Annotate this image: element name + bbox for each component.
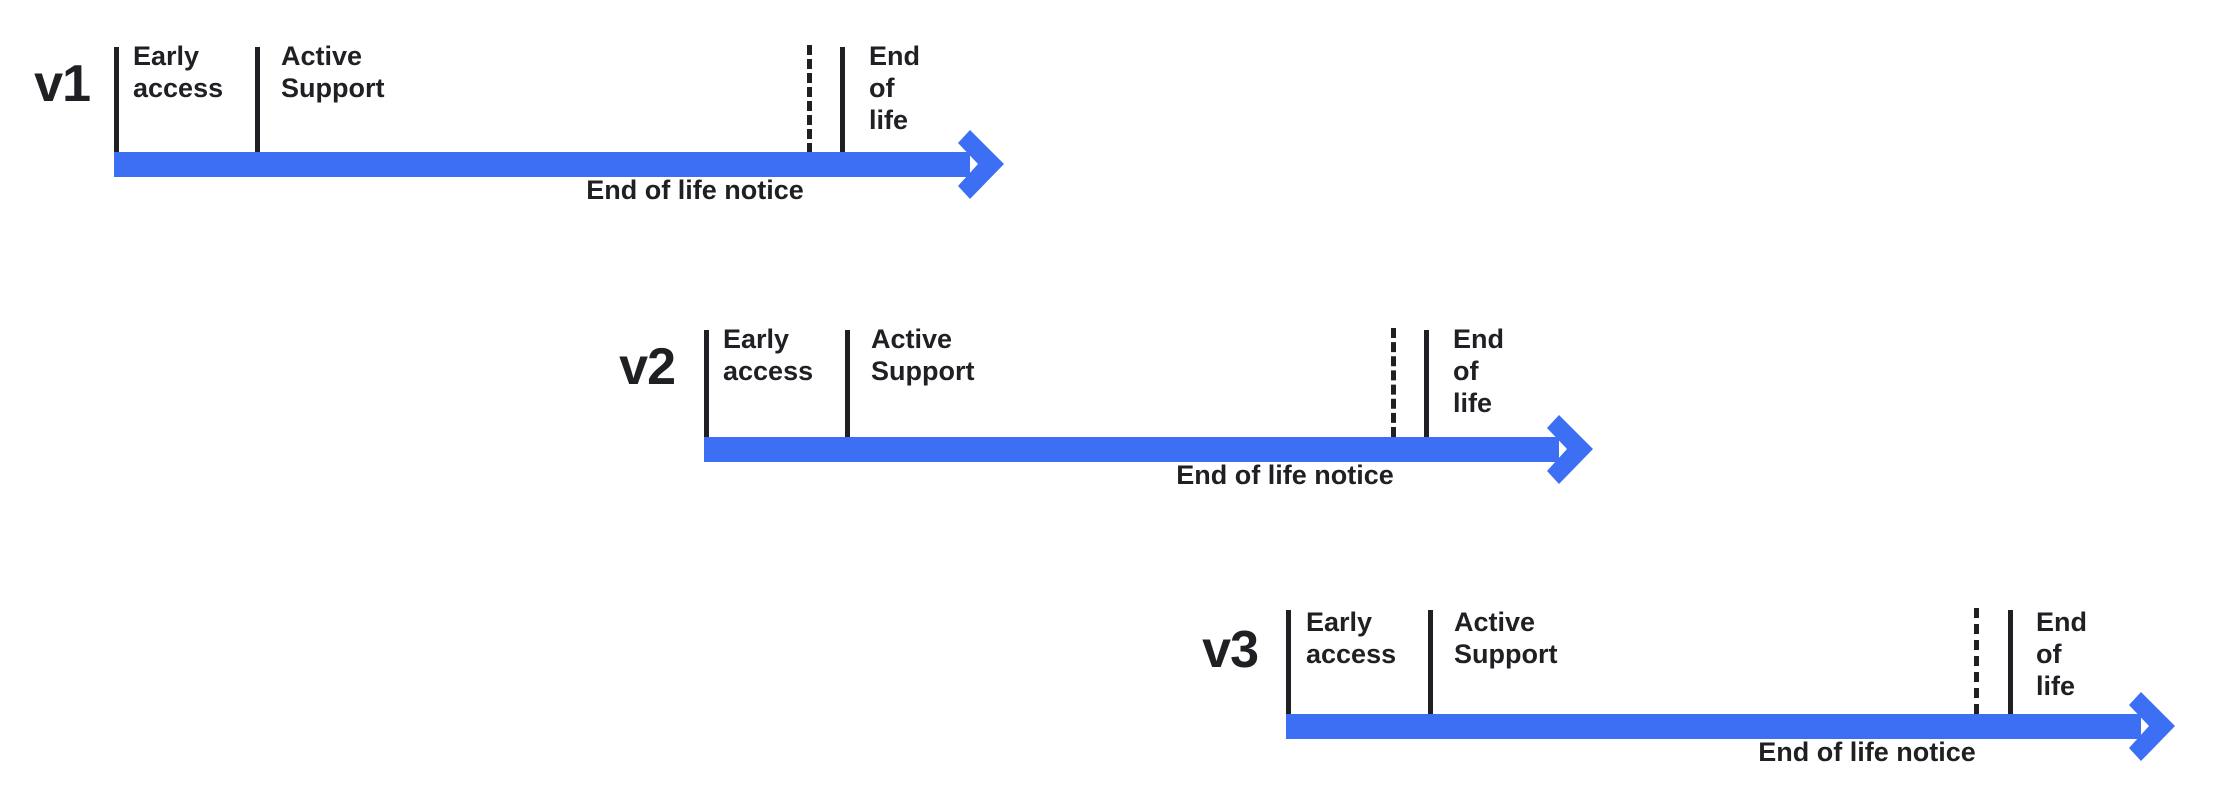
phase-label-end-of-life-v2: End of life (1453, 324, 1504, 418)
timeline-bar-v2 (704, 437, 1559, 462)
phase-divider-start-v1 (114, 47, 119, 153)
phase-label-active-support-v1: Active Support (281, 41, 385, 103)
phase-divider-eol-notice-v3 (1974, 608, 1979, 714)
phase-divider-end-of-life-v2 (1424, 330, 1429, 437)
arrow-right-icon-v1 (958, 130, 1004, 199)
phase-divider-active-support-v1 (255, 47, 260, 153)
arrow-right-icon-v3 (2129, 692, 2175, 761)
phase-divider-end-of-life-v1 (840, 47, 845, 153)
version-label-v1: v1 (34, 55, 91, 113)
phase-label-active-support-v2: Active Support (871, 324, 975, 386)
phase-label-active-support-v3: Active Support (1454, 607, 1558, 669)
phase-divider-eol-notice-v2 (1391, 328, 1396, 437)
phase-divider-start-v2 (704, 330, 709, 437)
phase-label-early-access-v3: Early access (1306, 607, 1397, 669)
notice-label-v1: End of life notice (586, 175, 804, 205)
phase-label-early-access-v1: Early access (133, 41, 224, 103)
notice-label-v2: End of life notice (1176, 460, 1394, 490)
phase-divider-end-of-life-v3 (2008, 610, 2013, 714)
phase-divider-eol-notice-v1 (807, 45, 812, 153)
phase-divider-start-v3 (1286, 610, 1291, 714)
phase-label-end-of-life-v1: End of life (869, 41, 920, 135)
phase-label-early-access-v2: Early access (723, 324, 814, 386)
phase-divider-active-support-v2 (845, 330, 850, 437)
version-label-v3: v3 (1202, 621, 1259, 679)
timeline-bar-v3 (1286, 714, 2141, 739)
phase-divider-active-support-v3 (1428, 610, 1433, 714)
version-label-v2: v2 (619, 338, 676, 396)
timeline-bar-v1 (114, 152, 970, 177)
phase-label-end-of-life-v3: End of life (2036, 607, 2087, 701)
arrow-right-icon-v2 (1547, 415, 1593, 484)
notice-label-v3: End of life notice (1758, 737, 1976, 767)
